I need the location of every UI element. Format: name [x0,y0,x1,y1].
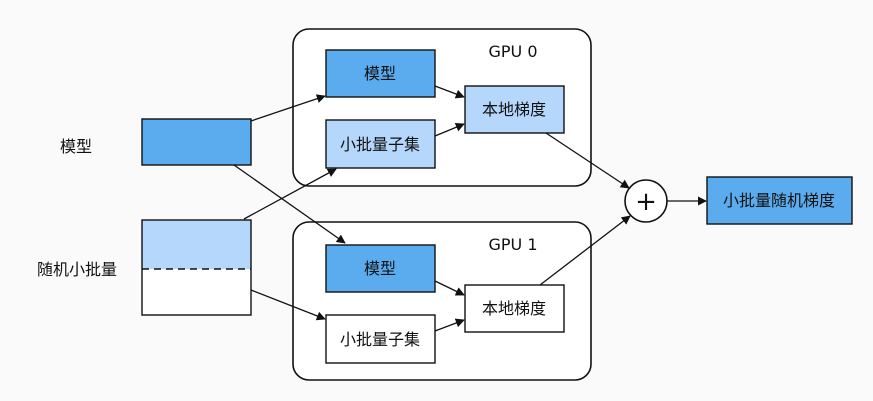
plus-icon: + [635,187,657,217]
gpu1-gradient-label: 本地梯度 [482,299,546,318]
model-label: 模型 [60,137,92,156]
arrow-batch-to-gpu0-subset [243,168,337,220]
gpu1-model-box [325,244,436,293]
arrow-gpu1-model-to-gradient [434,280,465,296]
gpu0-gradient-box [464,85,565,134]
connectors [233,85,707,332]
gpu0-model-box [325,49,436,98]
arrow-gpu1-subset-to-gradient [434,318,465,332]
gpu1-subset-label: 小批量子集 [340,330,420,349]
arrow-gpu0-subset-to-gradient [434,122,465,137]
arrow-model-to-gpu1-model [233,164,346,244]
arrow-gpu0-model-to-gradient [434,85,465,99]
random-batch-label: 随机小批量 [37,260,117,279]
gpu0-gradient-label: 本地梯度 [482,100,546,119]
gpu1-subset-box [325,314,436,364]
gpu0-subset-label: 小批量子集 [340,135,420,154]
output-gradient-box [706,176,853,225]
gpu0-title: GPU 0 [488,42,537,61]
arrow-gpu1-gradient-to-sum [539,215,631,286]
gpu1-title: GPU 1 [488,235,537,254]
gpu0-model-label: 模型 [364,64,396,83]
arrow-gpu0-gradient-to-sum [545,132,630,189]
input-model-box [141,118,252,166]
gpu0-subset-box [325,119,436,169]
input-batch-box [141,219,252,316]
arrow-batch-to-gpu1-subset [250,289,326,321]
gpu1-model-label: 模型 [364,259,396,278]
output-gradient-label: 小批量随机梯度 [723,191,835,210]
arrow-model-to-gpu0-model [250,94,326,122]
gpu1-gradient-box [464,284,565,333]
